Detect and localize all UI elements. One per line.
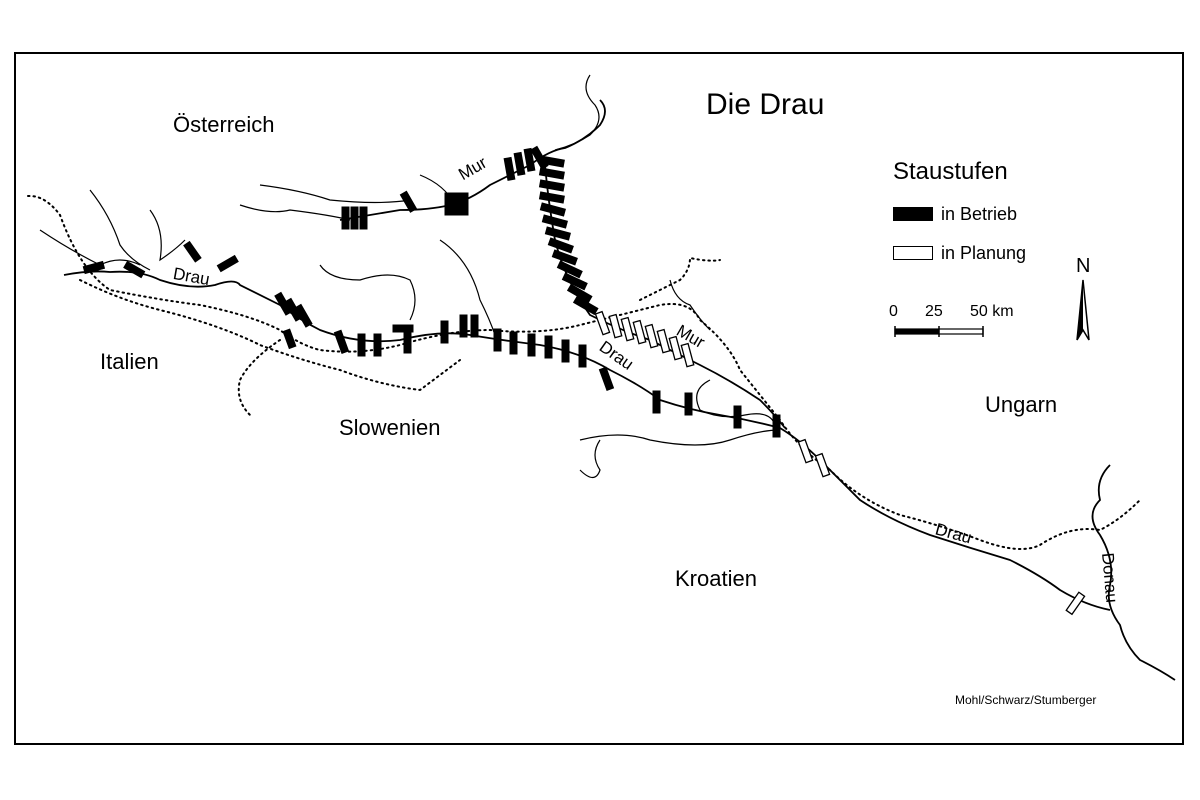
tributary-12	[669, 279, 711, 331]
tributary-9	[579, 429, 781, 446]
tributary-6	[319, 264, 416, 321]
dam-in-planung	[620, 316, 635, 342]
dam-in-planung	[656, 328, 671, 354]
dam-in-betrieb	[452, 192, 461, 216]
dam-in-betrieb	[578, 344, 587, 368]
dam-in-betrieb	[684, 392, 693, 416]
dam-in-betrieb	[403, 330, 412, 354]
dam-in-planung	[644, 323, 659, 349]
legend-item-in-planung: in Planung	[893, 242, 1026, 264]
dam-in-betrieb	[551, 249, 578, 266]
map-frame	[14, 52, 1184, 745]
dam-in-betrieb	[652, 390, 661, 414]
dam-in-betrieb	[513, 151, 526, 176]
tributary-5	[259, 184, 411, 204]
dam-in-betrieb	[493, 328, 502, 352]
dam-in-betrieb	[509, 331, 518, 355]
scale-label-0: 0	[889, 303, 898, 320]
dam-in-betrieb	[541, 214, 568, 229]
dam-in-betrieb	[561, 339, 570, 363]
tributary-2	[89, 189, 151, 271]
scale-label-25: 25	[925, 303, 943, 320]
dam-in-betrieb	[527, 333, 536, 357]
border-austria-italy	[27, 194, 1141, 550]
dam-in-betrieb	[350, 206, 359, 230]
donau-river-line	[1091, 464, 1176, 681]
dam-in-betrieb	[470, 314, 479, 338]
dam-in-betrieb	[772, 414, 781, 438]
legend-swatch-filled	[893, 207, 933, 221]
dam-in-betrieb	[392, 324, 414, 333]
dam-in-betrieb	[183, 240, 202, 263]
country-label-hungary: Ungarn	[985, 392, 1058, 417]
dam-in-betrieb	[556, 260, 583, 279]
dam-in-betrieb	[544, 226, 571, 241]
dam-in-betrieb	[572, 295, 599, 316]
border-slovenia-hungary	[639, 256, 721, 301]
dam-in-betrieb	[538, 155, 565, 168]
dam-in-betrieb	[282, 328, 297, 350]
river-label-donau: Donau	[1098, 551, 1122, 604]
dam-in-betrieb	[444, 192, 453, 216]
dam-in-betrieb	[373, 333, 382, 357]
dam-in-betrieb	[460, 192, 469, 216]
tributary-10	[696, 379, 776, 426]
tributary-1	[39, 229, 141, 266]
dam-in-betrieb	[733, 405, 742, 429]
dam-in-planung	[1065, 591, 1086, 616]
border-italy-slovenia	[79, 279, 461, 392]
dam-in-planung	[814, 452, 831, 478]
border-slovenia-croatia	[237, 339, 281, 416]
dam-in-betrieb	[440, 320, 449, 344]
dam-in-betrieb	[544, 335, 553, 359]
dam-in-betrieb	[123, 260, 146, 279]
country-label-slovenia: Slowenien	[339, 415, 441, 440]
tributary-11	[579, 439, 601, 479]
dam-in-betrieb	[459, 314, 468, 338]
dam-in-betrieb	[399, 190, 418, 213]
country-label-italy: Italien	[100, 349, 159, 374]
tributary-7	[439, 239, 496, 336]
country-label-austria: Österreich	[173, 112, 275, 137]
dam-in-planung	[680, 342, 695, 368]
dam-in-betrieb	[523, 147, 536, 172]
tributary-3	[149, 209, 186, 262]
tributary-8	[554, 74, 600, 151]
dam-in-betrieb	[538, 191, 565, 204]
dam-in-betrieb	[538, 167, 565, 180]
scale-label-50: 50 km	[970, 303, 1014, 320]
dam-in-betrieb	[547, 237, 574, 254]
dam-in-betrieb	[294, 303, 313, 328]
dam-in-planung	[797, 438, 814, 464]
dam-in-betrieb	[598, 366, 615, 392]
country-label-croatia: Kroatien	[675, 566, 757, 591]
legend-title: Staustufen	[893, 158, 1008, 185]
dam-in-betrieb	[359, 206, 368, 230]
dam-in-betrieb	[216, 254, 239, 273]
scale-bar	[894, 326, 984, 337]
north-label: N	[1076, 255, 1091, 277]
legend-label: in Planung	[941, 242, 1027, 263]
dam-in-planung	[632, 319, 647, 345]
dam-in-betrieb	[82, 260, 106, 275]
dam-in-planung	[668, 335, 683, 361]
legend-item-in-betrieb: in Betrieb	[893, 203, 1017, 225]
dam-in-planung	[594, 310, 611, 336]
dam-in-betrieb	[503, 156, 516, 181]
map-title: Die Drau	[706, 88, 825, 121]
dam-in-planung	[608, 313, 623, 339]
dam-in-betrieb	[538, 179, 565, 192]
drau-river-line	[63, 270, 1111, 611]
credit-text: Mohl/Schwarz/Stumberger	[955, 693, 1097, 707]
dam-in-betrieb	[333, 329, 350, 355]
dam-in-betrieb	[539, 202, 566, 217]
dam-in-betrieb	[561, 272, 588, 291]
dam-in-betrieb	[341, 206, 350, 230]
tributary-4	[239, 204, 351, 221]
legend-swatch-open	[893, 246, 933, 260]
legend-label: in Betrieb	[941, 203, 1018, 224]
dam-in-betrieb	[357, 333, 366, 357]
north-arrow-icon	[1076, 279, 1090, 341]
